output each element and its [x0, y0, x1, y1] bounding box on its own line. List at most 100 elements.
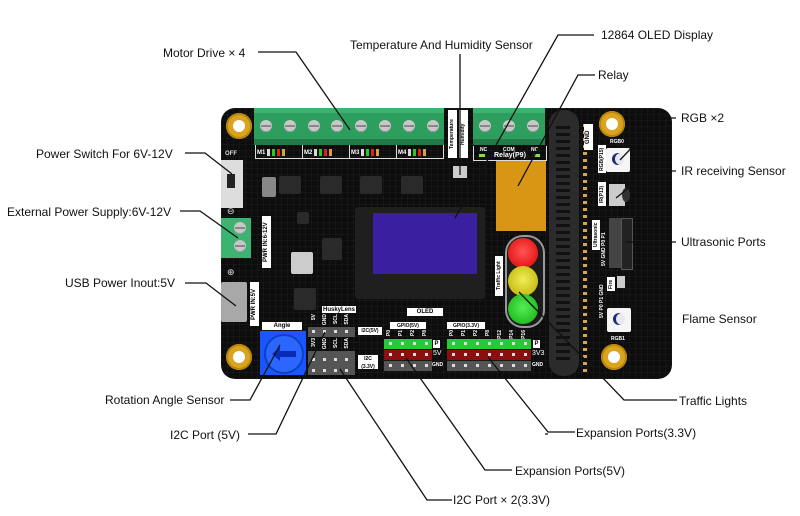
- motor-screw: [355, 120, 368, 132]
- edge-connector-pin: [583, 166, 587, 169]
- header-pin: [323, 369, 326, 372]
- header-pin: [464, 342, 467, 345]
- edge-connector-pin: [583, 362, 587, 365]
- motor-indicator-led: [319, 149, 322, 156]
- gpio-5v-power-row[interactable]: [384, 350, 432, 360]
- green-light: [508, 294, 538, 324]
- switch-knob[interactable]: [227, 174, 235, 188]
- motor-indicator-led: [314, 149, 317, 156]
- motor-silkscreen-box: [396, 145, 444, 159]
- gpio-3v3-p-label: P: [533, 340, 540, 348]
- motor-label: M2: [304, 150, 313, 156]
- motor-driver-chip: [401, 176, 423, 194]
- motor-screw: [260, 120, 272, 132]
- motor-label: M1: [257, 150, 266, 156]
- flame-sensor: [617, 276, 625, 288]
- edge-connector-slot: [556, 259, 570, 262]
- i2c-5v-header[interactable]: [308, 327, 355, 337]
- temperature-label: Temperature: [448, 110, 457, 158]
- gpio-5v-signal-row[interactable]: [384, 339, 432, 349]
- gpio-5v-gnd-label: GND: [432, 362, 444, 368]
- oled-label: OLED: [407, 308, 443, 316]
- edge-connector-pin: [583, 334, 587, 337]
- gpio-3v3-gnd-label: GND: [532, 362, 544, 368]
- pin-label: P1: [461, 330, 467, 337]
- edge-connector-pin: [583, 201, 587, 204]
- header-pin: [413, 364, 416, 367]
- edge-connector-pin: [583, 320, 587, 323]
- header-pin: [389, 342, 392, 345]
- rgb1-label: RGB1: [611, 336, 625, 342]
- edge-connector-slot: [556, 322, 570, 325]
- diode: [262, 177, 276, 197]
- motor-driver-chip: [360, 176, 382, 194]
- edge-connector-pin: [583, 355, 587, 358]
- callout-i2c-33v: I2C Port × 2(3.3V): [453, 493, 551, 507]
- motor-indicator-led: [408, 149, 411, 156]
- pwr-in-usb-label: PWR IN:5V: [250, 282, 259, 326]
- edge-connector-pin: [583, 306, 587, 309]
- header-pin: [425, 353, 428, 356]
- yellow-light: [508, 266, 538, 296]
- callout-exp-33v: Expansion Ports(3.3V): [576, 426, 697, 440]
- edge-connector-slot: [556, 294, 570, 297]
- pin-label: P14: [509, 330, 515, 339]
- motor-indicator-led: [371, 149, 374, 156]
- callout-rotation: Rotation Angle Sensor: [105, 393, 225, 407]
- motor-indicator-led: [324, 149, 327, 156]
- pin-label: P12: [497, 330, 503, 339]
- header-pin: [476, 342, 479, 345]
- motor-indicator-led: [277, 149, 280, 156]
- motor-label: M4: [398, 150, 407, 156]
- off-label: OFF: [225, 151, 237, 157]
- edge-connector-pin: [583, 222, 587, 225]
- edge-connector-pin: [583, 264, 587, 267]
- motor-indicator-led: [272, 149, 275, 156]
- edge-connector-slot: [556, 189, 570, 192]
- motor-screw: [379, 120, 391, 132]
- edge-connector-pin: [583, 208, 587, 211]
- rotation-angle-sensor[interactable]: [260, 331, 306, 375]
- edge-connector-pin: [583, 229, 587, 232]
- relay-nc-label: NC: [480, 147, 488, 153]
- header-pin: [476, 353, 479, 356]
- gnd-label: GND: [584, 124, 593, 150]
- gpio-5v-p-label: P: [433, 340, 440, 348]
- motor-screw: [307, 120, 320, 132]
- edge-connector-pin: [583, 369, 587, 372]
- edge-connector-pin: [583, 257, 587, 260]
- edge-connector-slot: [556, 182, 570, 185]
- header-pin: [488, 353, 491, 356]
- callout-traffic-lights: Traffic Lights: [679, 394, 748, 408]
- pin-label: P1: [398, 330, 404, 337]
- edge-connector-pin: [583, 236, 587, 239]
- edge-connector-pin: [583, 243, 587, 246]
- pwr-in-ext-label: PWR IN:6-12V: [262, 216, 271, 268]
- motor-driver-chip: [279, 176, 301, 194]
- arrow-left-icon: [272, 347, 296, 361]
- fire-pins-label: 5V P0 P1 GND: [599, 284, 605, 318]
- gpio-5v-label: GPIO(5V): [390, 322, 426, 329]
- inductor: [291, 252, 313, 274]
- motor-screw: [426, 120, 439, 132]
- ir-pin-label: IR(P13): [598, 182, 606, 206]
- gpio-5v-power-label: 5V: [433, 350, 442, 357]
- header-pin: [312, 358, 315, 361]
- ultrasonic-label: Ultrasonic: [592, 220, 600, 250]
- header-pin: [425, 342, 428, 345]
- fire-label: Fire: [607, 277, 615, 291]
- pin-label: P8: [485, 330, 491, 337]
- edge-connector-slot: [556, 357, 570, 360]
- header-pin: [500, 353, 503, 356]
- header-pin: [500, 342, 503, 345]
- motor-indicator-led: [361, 149, 364, 156]
- callout-ir-sensor: IR receiving Sensor: [681, 164, 786, 178]
- minus-icon: ⊖: [227, 206, 235, 216]
- potentiometer-dial[interactable]: [264, 334, 304, 374]
- relay-screw: [527, 120, 539, 132]
- edge-connector-slot: [556, 210, 570, 213]
- usb-port[interactable]: [221, 282, 247, 322]
- header-pin: [488, 364, 491, 367]
- i2c-3v3-tag: I2C (3.3V): [358, 355, 378, 370]
- header-pin: [312, 330, 315, 333]
